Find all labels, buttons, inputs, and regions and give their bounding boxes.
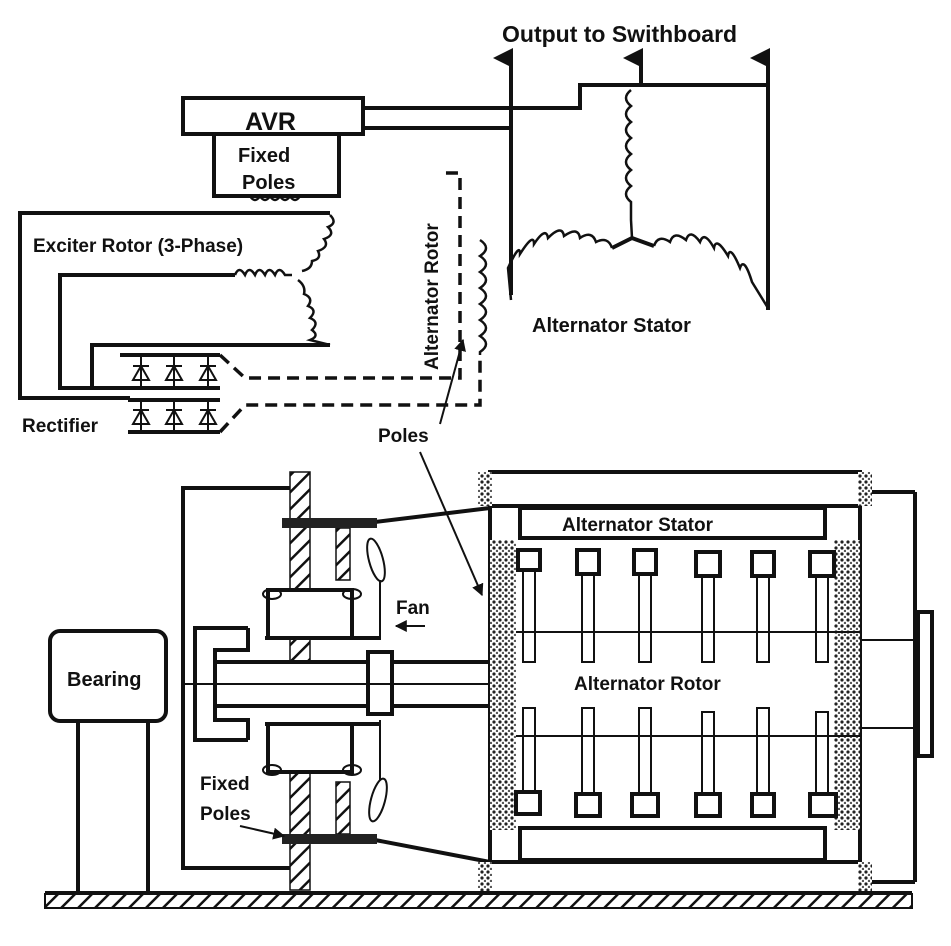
fixed-poles-arrow <box>239 825 286 840</box>
alternator-stator-winding <box>506 89 770 309</box>
rectifier-label: Rectifier <box>22 416 99 437</box>
fixed-poles-top-coil <box>248 193 302 202</box>
alternator-housing-bottom <box>488 860 862 896</box>
stator-core-right <box>834 540 860 830</box>
ground-base <box>44 891 913 909</box>
fan-blade-lower <box>368 777 388 823</box>
alternator-rotor-label: Alternator Rotor <box>574 674 721 695</box>
exciter-rotor-box-upper <box>266 588 354 640</box>
alternator-stator-top-label: Alternator Stator <box>532 315 691 337</box>
exciter-column-upper <box>335 527 351 581</box>
poles-arrow-bottom <box>419 451 484 597</box>
housing-corner-br <box>858 862 872 894</box>
housing-corner-tl <box>478 472 492 506</box>
coupling-flange <box>916 610 934 758</box>
alternator-rotor-poles-lower <box>514 707 838 818</box>
output-arrows <box>364 48 770 310</box>
fixed-poles-top-line1: Fixed <box>238 145 290 167</box>
alternator-rotor-poles-upper <box>516 548 836 663</box>
stator-core-left <box>490 540 516 830</box>
shaft <box>183 626 490 742</box>
housing-corner-bl <box>478 862 492 894</box>
fixed-poles-bottom-line1: Fixed <box>200 774 250 795</box>
fixed-poles-top-line2: Poles <box>242 172 295 194</box>
fixed-poles-box-top <box>212 132 341 198</box>
bearing-box <box>48 629 168 723</box>
fixed-poles-bar-bottom <box>282 834 377 844</box>
fan-label: Fan <box>396 598 430 619</box>
poles-label: Poles <box>378 426 429 447</box>
fixed-poles-bottom-line2: Poles <box>200 804 251 825</box>
alternator-stator-band-bottom <box>518 826 827 862</box>
bearing-label: Bearing <box>67 669 141 691</box>
fan-blade-upper <box>366 537 386 583</box>
exciter-column-lower <box>335 781 351 835</box>
exciter-rotor-label: Exciter Rotor (3-Phase) <box>33 236 243 257</box>
output-label: Output to Swithboard <box>502 21 737 47</box>
alternator-stator-band-top <box>518 506 827 540</box>
alternator-stator-bottom-label: Alternator Stator <box>562 515 714 536</box>
alternator-housing-top <box>488 470 862 508</box>
exciter-rotor-box-lower <box>266 722 354 774</box>
avr-label: AVR <box>245 108 296 136</box>
fixed-poles-bar-top <box>282 518 377 528</box>
poles-arrow-top <box>439 338 466 425</box>
housing-corner-tr <box>858 472 872 506</box>
alternator-rotor-vertical-label: Alternator Rotor <box>422 223 443 370</box>
alternator-rotor-field <box>218 171 488 434</box>
rectifier-bridge <box>92 353 220 434</box>
